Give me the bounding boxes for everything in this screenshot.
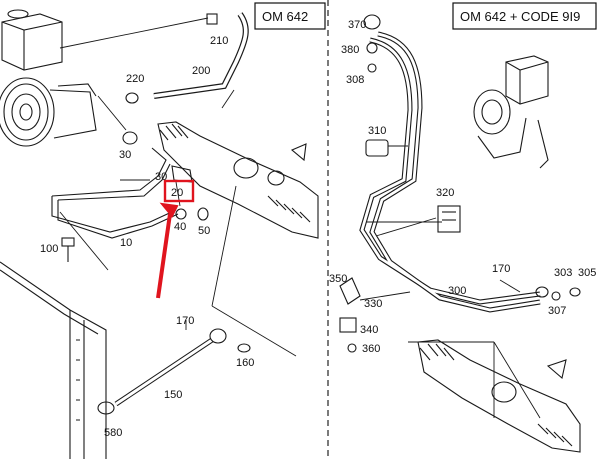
left-panel-title: OM 642: [254, 2, 326, 30]
hose-bundle-right: [359, 31, 541, 313]
label-320: 320: [436, 187, 454, 199]
left-part-labels: 210 200 220 30 30 20 40 50 10 100 170 16…: [40, 35, 254, 439]
highlight-box: [163, 179, 195, 203]
bracket-330: [339, 277, 361, 305]
label-20: 20: [171, 187, 183, 199]
right-artwork: [339, 14, 581, 453]
left-leaders: [59, 17, 297, 357]
svg-text:OM 642: OM 642: [262, 9, 308, 24]
label-170-right: 170: [492, 263, 510, 275]
label-310: 310: [368, 125, 386, 137]
clamp-220: [125, 92, 139, 104]
clamp-210: [206, 13, 218, 25]
right-leaders: [359, 145, 541, 419]
label-330: 330: [364, 298, 382, 310]
label-580: 580: [104, 427, 122, 439]
label-380: 380: [341, 44, 359, 56]
line-10-b: [57, 200, 179, 239]
label-200: 200: [192, 65, 210, 77]
label-210: 210: [210, 35, 228, 47]
svg-text:OM 642 + CODE 9I9: OM 642 + CODE 9I9: [460, 9, 580, 24]
hose-200-inner: [153, 12, 248, 98]
highlight-arrow-shaft: [156, 213, 172, 299]
washer-50: [197, 207, 209, 221]
left-artwork: [0, 9, 319, 459]
nut-360: [347, 343, 357, 353]
highlight-marker: [156, 179, 195, 299]
label-303: 303: [554, 267, 572, 279]
label-50: 50: [198, 225, 210, 237]
fitting-170: [209, 328, 227, 344]
hose-bundle-right-inner: [360, 32, 541, 312]
right-part-labels: 370 380 308 310 320 350 330 300 170 303 …: [329, 19, 596, 355]
radiator: [0, 261, 107, 459]
label-308: 308: [346, 74, 364, 86]
highlight-arrow-head: [159, 202, 179, 218]
seal-308: [367, 63, 377, 73]
label-40: 40: [174, 221, 186, 233]
label-305: 305: [578, 267, 596, 279]
label-340: 340: [360, 324, 378, 336]
washer-305: [569, 287, 581, 297]
pump-pulley: [0, 77, 97, 147]
pump-assembly-right: [473, 55, 549, 169]
line-10-a: [51, 196, 177, 233]
label-360: 360: [362, 343, 380, 355]
part-310: [365, 139, 389, 157]
label-160: 160: [236, 357, 254, 369]
label-30-b: 30: [155, 171, 167, 183]
seal-30-upper: [122, 131, 138, 145]
label-307: 307: [548, 305, 566, 317]
seal-380: [366, 42, 378, 54]
label-30-a: 30: [119, 149, 131, 161]
bolt-100: [61, 237, 75, 262]
label-350: 350: [329, 273, 347, 285]
clamp-370: [363, 14, 381, 30]
right-panel-title: OM 642 + CODE 9I9: [452, 2, 597, 30]
fitting-303: [535, 286, 549, 298]
line-150-inner: [115, 338, 213, 406]
clamp-580: [97, 401, 115, 415]
label-370: 370: [348, 19, 366, 31]
seal-307: [551, 291, 561, 301]
label-300: 300: [448, 285, 466, 297]
reservoir: [1, 9, 63, 71]
bracket-320: [437, 205, 461, 233]
seal-160: [237, 343, 251, 353]
label-10: 10: [120, 237, 132, 249]
line-10-c: [51, 147, 167, 197]
line-10-d: [57, 163, 171, 201]
steering-rack-right: [417, 339, 581, 453]
label-220: 220: [126, 73, 144, 85]
label-150: 150: [164, 389, 182, 401]
label-170-left: 170: [176, 315, 194, 327]
clip-340: [339, 317, 357, 333]
label-100: 100: [40, 243, 58, 255]
washer-40: [175, 208, 187, 220]
